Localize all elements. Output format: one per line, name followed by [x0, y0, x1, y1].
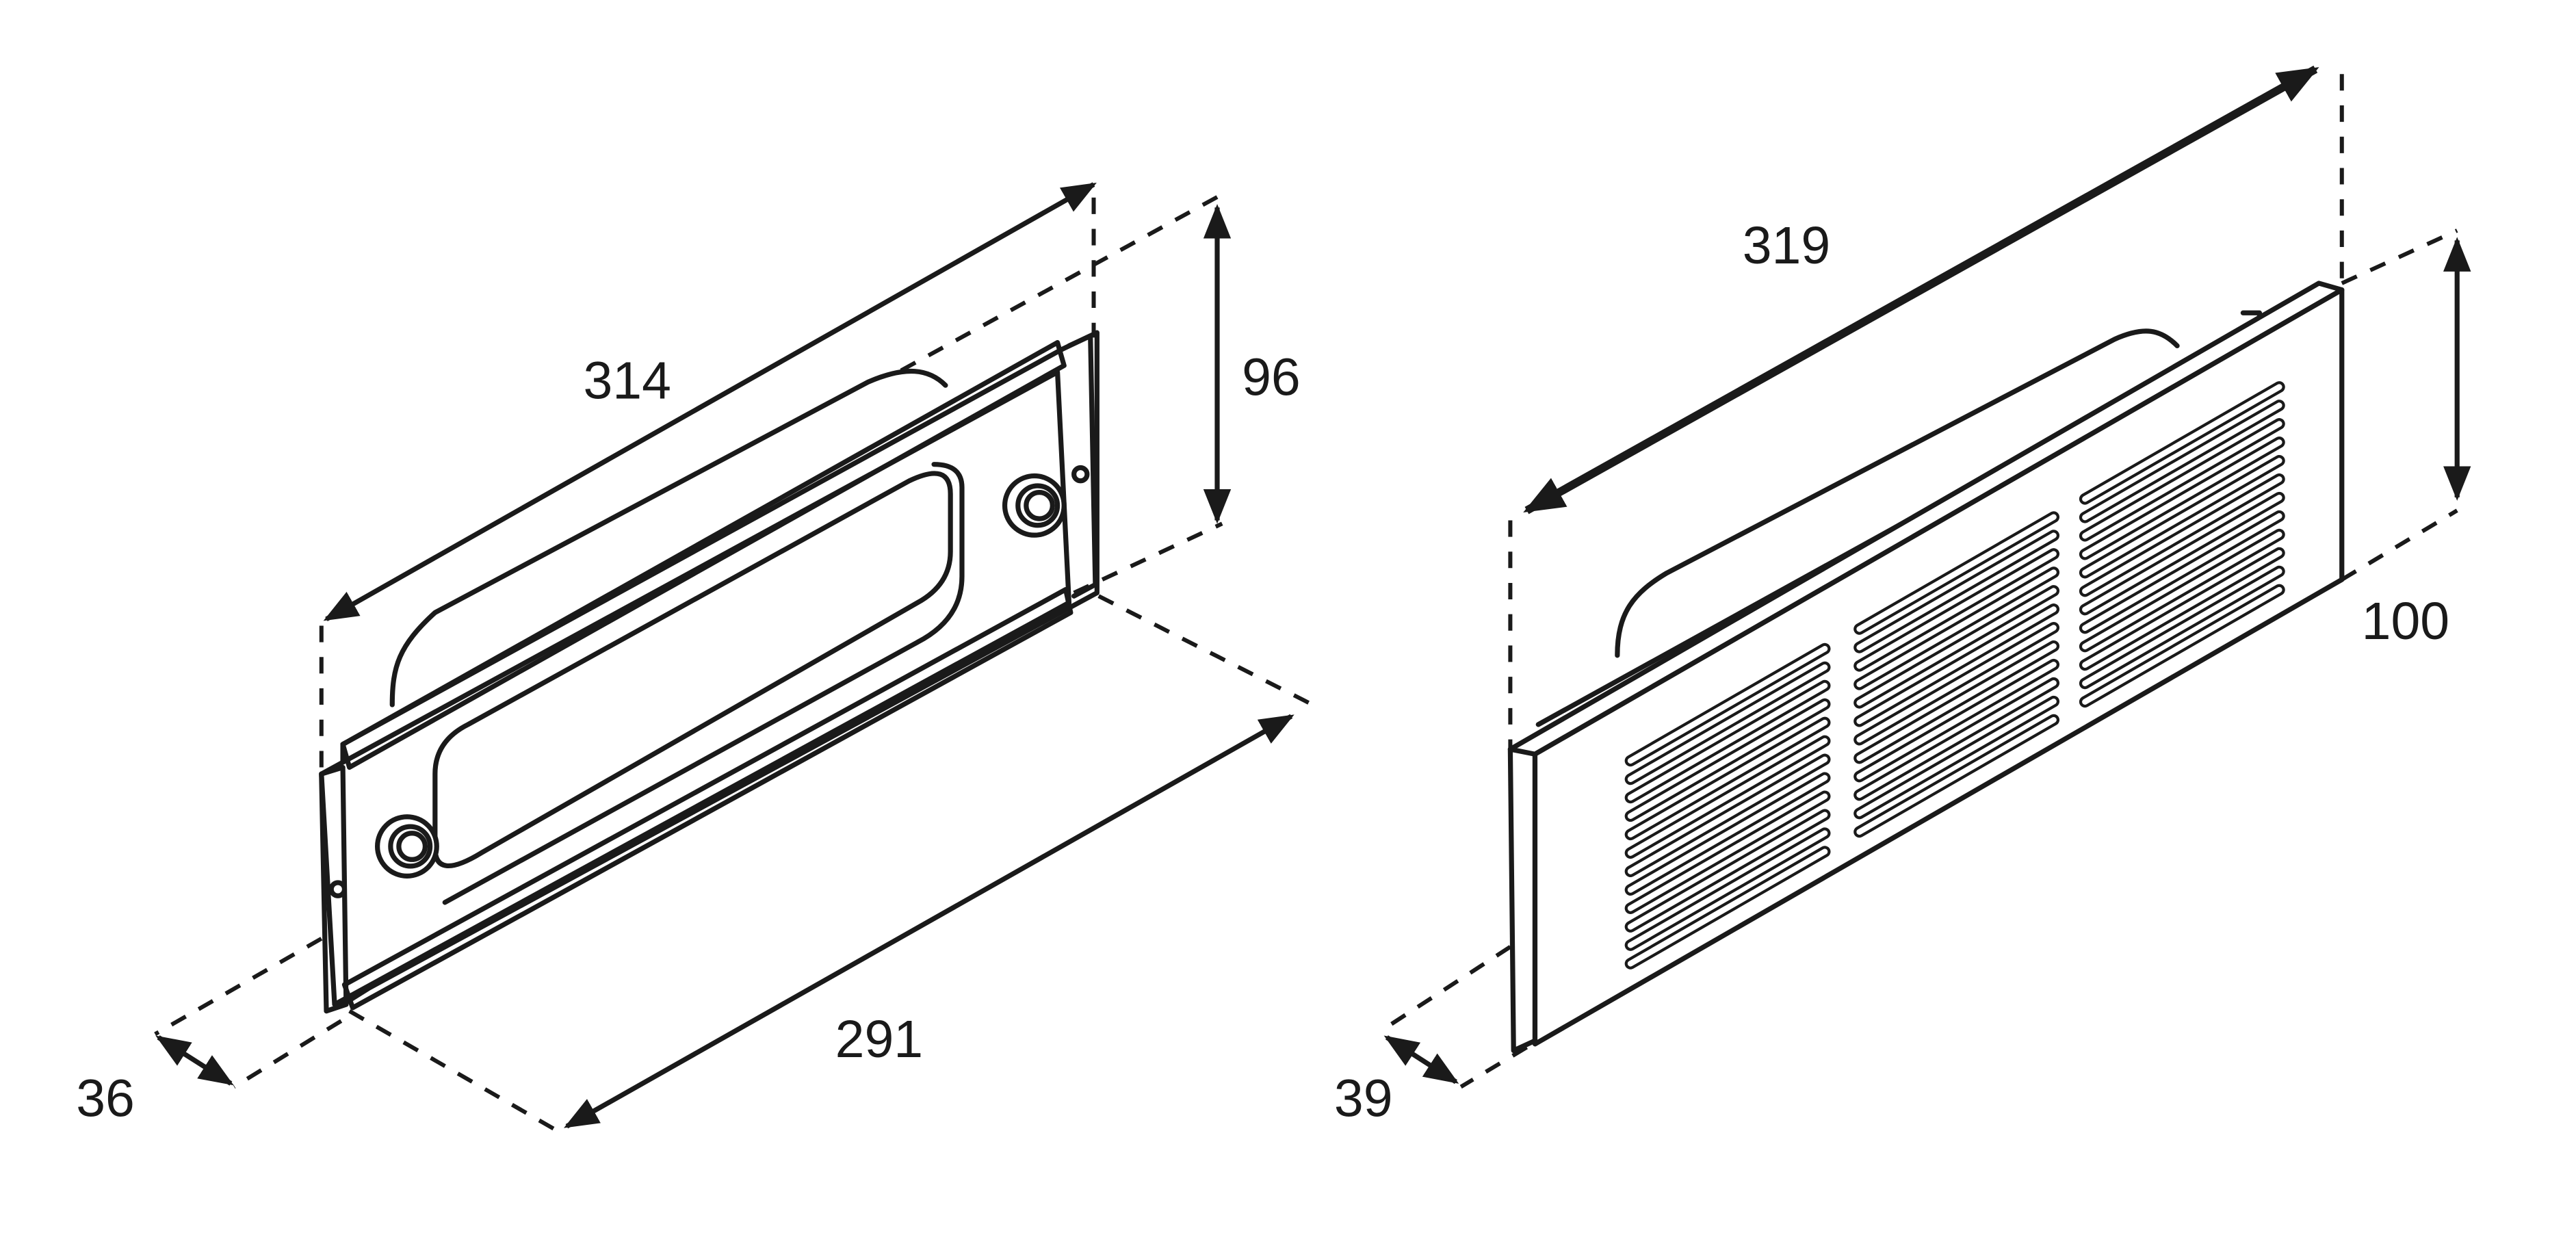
grille-slot	[2082, 531, 2282, 650]
grille-slot	[1627, 830, 1828, 948]
grille-slot	[2082, 495, 2282, 613]
dim-label-319: 319	[1743, 216, 1830, 275]
grille-slot	[1627, 664, 1828, 783]
grille-slot	[1856, 643, 2057, 762]
right-extension-lines	[1382, 74, 2458, 1089]
grille-slot	[1856, 662, 2057, 780]
frame-hole-left	[328, 880, 348, 898]
grille-slot	[1627, 793, 1828, 911]
frame-boss-right	[1002, 473, 1067, 538]
dim-label-314: 314	[583, 351, 671, 410]
ventilation-grille	[1507, 281, 2345, 1054]
dim-line-291	[563, 714, 1294, 1129]
frame-boss-left	[375, 814, 439, 879]
grille-side-edge	[1507, 735, 1538, 1054]
dim-line-39	[1383, 1035, 1459, 1084]
grille-slot	[1856, 680, 2057, 798]
frame-left-tab	[319, 764, 349, 1014]
grille-slot	[1627, 775, 1828, 893]
grille-slot	[1856, 514, 2057, 632]
grille-slot	[1627, 848, 1828, 967]
grille-slot	[2082, 586, 2282, 705]
grille-slot	[1856, 625, 2057, 743]
grille-slot	[1627, 756, 1828, 874]
grille-slot	[1856, 606, 2057, 725]
dim-line-319	[1523, 65, 2319, 515]
grille-slot	[1856, 551, 2057, 669]
mounting-frame	[319, 330, 1100, 1014]
grille-slot	[2082, 549, 2282, 668]
grille-slot	[1856, 532, 2057, 651]
grille-slot	[1627, 738, 1828, 856]
grille-slot	[1856, 699, 2057, 817]
dim-label-39: 39	[1334, 1069, 1393, 1128]
grille-slot	[1627, 811, 1828, 930]
frame-front-plate	[319, 369, 1072, 1007]
dim-label-100: 100	[2362, 592, 2449, 651]
grille-slot	[1627, 646, 1828, 764]
grille-slot	[1627, 682, 1828, 801]
dim-label-96: 96	[1242, 348, 1301, 407]
dim-line-36	[155, 1035, 234, 1086]
grille-slot	[2082, 513, 2282, 632]
grille-slot	[2082, 568, 2282, 686]
left-extension-lines	[154, 192, 1314, 1132]
dim-label-291: 291	[835, 1010, 923, 1069]
grille-slot	[1627, 701, 1828, 819]
grille-slot	[1627, 719, 1828, 837]
grille-slot	[1856, 716, 2057, 835]
dim-label-36: 36	[76, 1069, 135, 1128]
grille-slot	[1856, 569, 2057, 688]
grille-slot	[1856, 588, 2057, 706]
dim-line-314	[323, 182, 1097, 622]
